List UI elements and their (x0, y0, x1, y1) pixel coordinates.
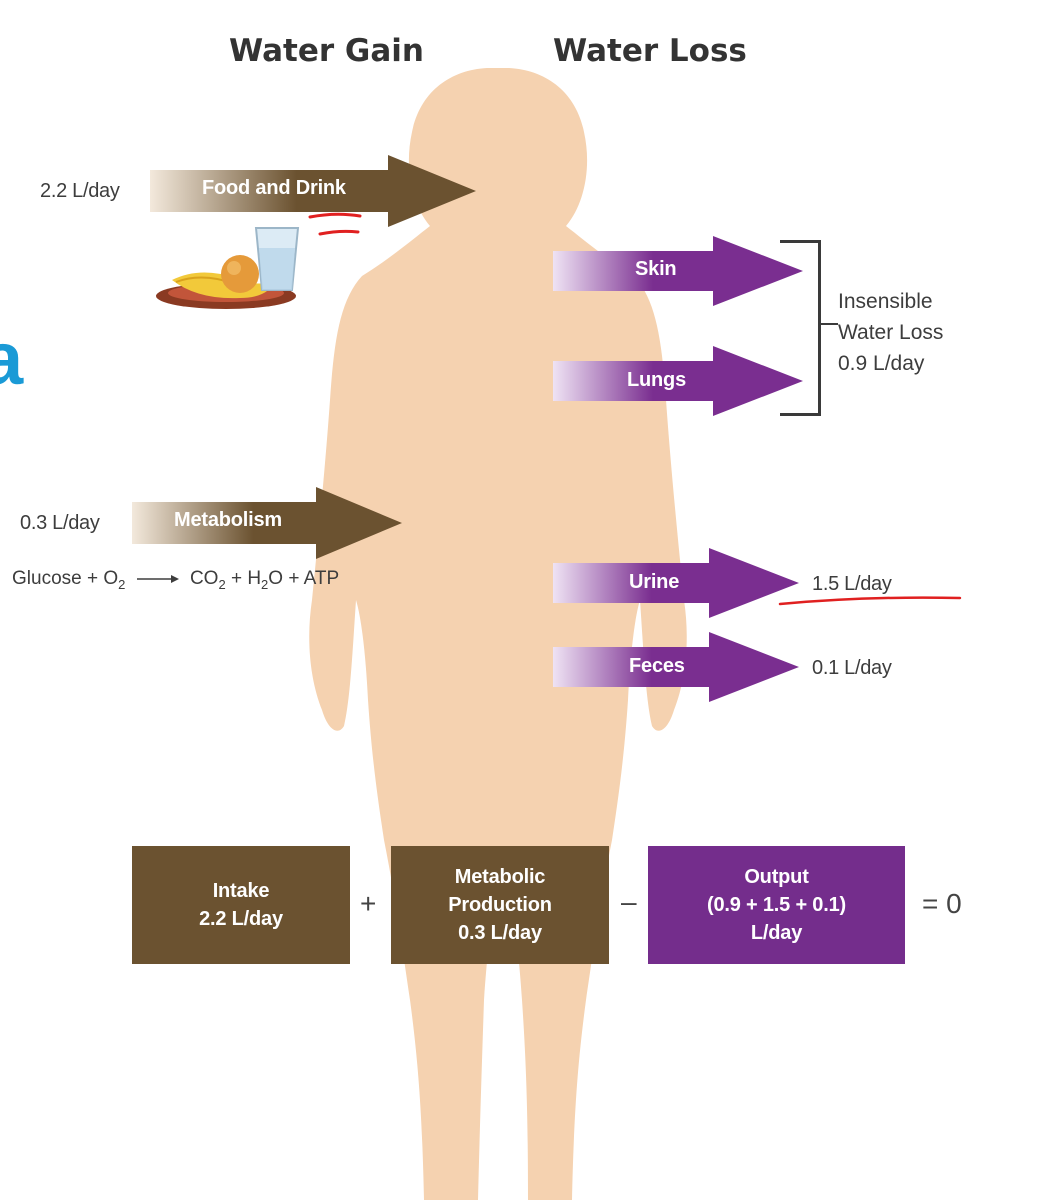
partial-edge-mark: a (0, 317, 24, 400)
plus-operator: + (360, 888, 377, 919)
output-sum: (0.9 + 1.5 + 0.1) (707, 894, 846, 916)
handwritten-underline-annotation (778, 596, 962, 606)
equals-zero-result: = 0 (922, 888, 962, 919)
metabolism-label: Metabolism (174, 509, 283, 531)
output-box: Output (0.9 + 1.5 + 0.1) L/day (648, 846, 905, 964)
reaction-product: O + ATP (268, 568, 340, 589)
skin-label: Skin (635, 258, 677, 280)
feces-rate-label: 0.1 L/day (812, 657, 892, 679)
metabolism-rate-label: 0.3 L/day (20, 512, 100, 534)
minus-operator: – (621, 886, 637, 917)
food-plate-and-water-glass-icon (156, 227, 300, 309)
lungs-arrow: Lungs (553, 346, 803, 416)
urine-arrow: Urine (553, 548, 799, 618)
skin-arrow: Skin (553, 236, 803, 306)
intake-box: Intake 2.2 L/day (132, 846, 350, 964)
insensible-line: Insensible (838, 290, 933, 313)
reaction-reactants: Glucose + O (12, 568, 119, 589)
intake-value: 2.2 L/day (199, 908, 283, 930)
food-and-drink-label: Food and Drink (202, 177, 346, 199)
food-and-drink-arrow: Food and Drink (150, 155, 476, 227)
reaction-subscript: 2 (218, 576, 226, 592)
water-loss-heading: Water Loss (553, 33, 747, 69)
bracket-tick (818, 323, 838, 325)
reaction-subscript: 2 (118, 576, 126, 592)
reaction-product: CO (189, 568, 219, 589)
urine-label: Urine (629, 571, 680, 593)
metabolic-production-box: Metabolic Production 0.3 L/day (391, 846, 609, 964)
output-unit: L/day (750, 922, 803, 944)
output-title: Output (744, 866, 809, 888)
intake-title: Intake (212, 880, 270, 902)
reaction-product: + H (225, 568, 262, 589)
reaction-arrow-icon (136, 574, 179, 583)
glucose-reaction-equation: Glucose + O2 CO2 + H2O + ATP (12, 568, 339, 592)
feces-arrow: Feces (553, 632, 799, 702)
handwritten-underline-annotation (308, 212, 362, 236)
metabolism-arrow: Metabolism (132, 487, 402, 559)
urine-rate-label: 1.5 L/day (812, 573, 892, 595)
water-gain-heading: Water Gain (229, 33, 424, 69)
insensible-water-loss-note: Insensible Water Loss 0.9 L/day (838, 286, 943, 379)
metabolic-title: Production (448, 894, 552, 916)
reaction-subscript: 2 (261, 576, 269, 592)
insensible-rate: 0.9 L/day (838, 352, 925, 375)
feces-label: Feces (629, 655, 685, 677)
metabolic-title: Metabolic (454, 866, 546, 888)
insensible-line: Water Loss (838, 321, 944, 344)
insensible-loss-bracket (780, 240, 821, 416)
food-rate-label: 2.2 L/day (40, 180, 120, 202)
metabolic-value: 0.3 L/day (458, 922, 542, 944)
lungs-label: Lungs (627, 369, 686, 391)
